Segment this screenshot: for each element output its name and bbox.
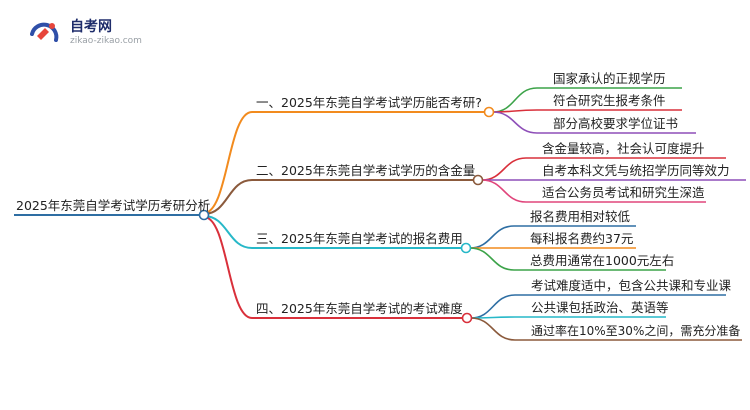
branch-3-node-dot [460,242,472,254]
leaf-topic-2-1[interactable]: 含金量较高，社会认可度提升 [542,141,705,156]
leaf-topic-4-3[interactable]: 通过率在10%至30%之间，需充分准备 [531,324,741,338]
branch-topic-1[interactable]: 一、2025年东莞自学考试学历能否考研? [256,95,482,110]
site-logo[interactable]: 自考网 zikao-zikao.com [28,14,178,54]
branch-2-node-dot [472,174,484,186]
leaf-topic-4-2[interactable]: 公共课包括政治、英语等 [531,300,669,315]
root-topic[interactable]: 2025年东莞自学考试学历考研分析 [16,198,211,213]
leaf-connector-2-3 [481,179,706,203]
branch-connector-4 [203,216,466,319]
leaf-topic-3-3[interactable]: 总费用通常在1000元左右 [530,253,675,268]
leaf-connector-4-3 [470,317,742,341]
leaf-topic-4-1[interactable]: 考试难度适中，包含公共课和专业课 [531,278,732,293]
leaf-connector-1-3 [492,111,696,134]
leaf-connector-1-2 [492,109,682,113]
leaf-topic-1-2[interactable]: 符合研究生报考条件 [553,93,666,108]
leaf-topic-1-3[interactable]: 部分高校要求学位证书 [553,116,679,131]
leaf-connector-3-3 [469,247,666,271]
branch-topic-2[interactable]: 二、2025年东莞自学考试学历的含金量 [256,163,476,178]
branch-connector-1 [203,111,488,214]
logo-url: zikao-zikao.com [70,36,142,46]
branch-connector-2 [203,179,478,215]
logo-name: 自考网 [70,19,112,35]
branch-1-node-dot [483,106,495,118]
branch-topic-4[interactable]: 四、2025年东莞自学考试的考试难度 [256,301,463,316]
leaf-connector-4-2 [470,316,666,319]
branch-connector-3 [203,215,465,249]
branch-topic-3[interactable]: 三、2025年东莞自学考试的报名费用 [256,231,463,246]
leaf-topic-2-2[interactable]: 自考本科文凭与统招学历同等效力 [542,163,730,178]
leaf-topic-2-3[interactable]: 适合公务员考试和研究生深造 [542,185,705,200]
root-node-dot [198,209,210,221]
leaf-topic-3-1[interactable]: 报名费用相对较低 [530,209,631,224]
logo-badge-icon [30,22,59,42]
branch-4-node-dot [461,312,473,324]
leaf-topic-1-1[interactable]: 国家承认的正规学历 [553,71,666,86]
leaf-topic-3-2[interactable]: 每科报名费约37元 [530,231,634,246]
